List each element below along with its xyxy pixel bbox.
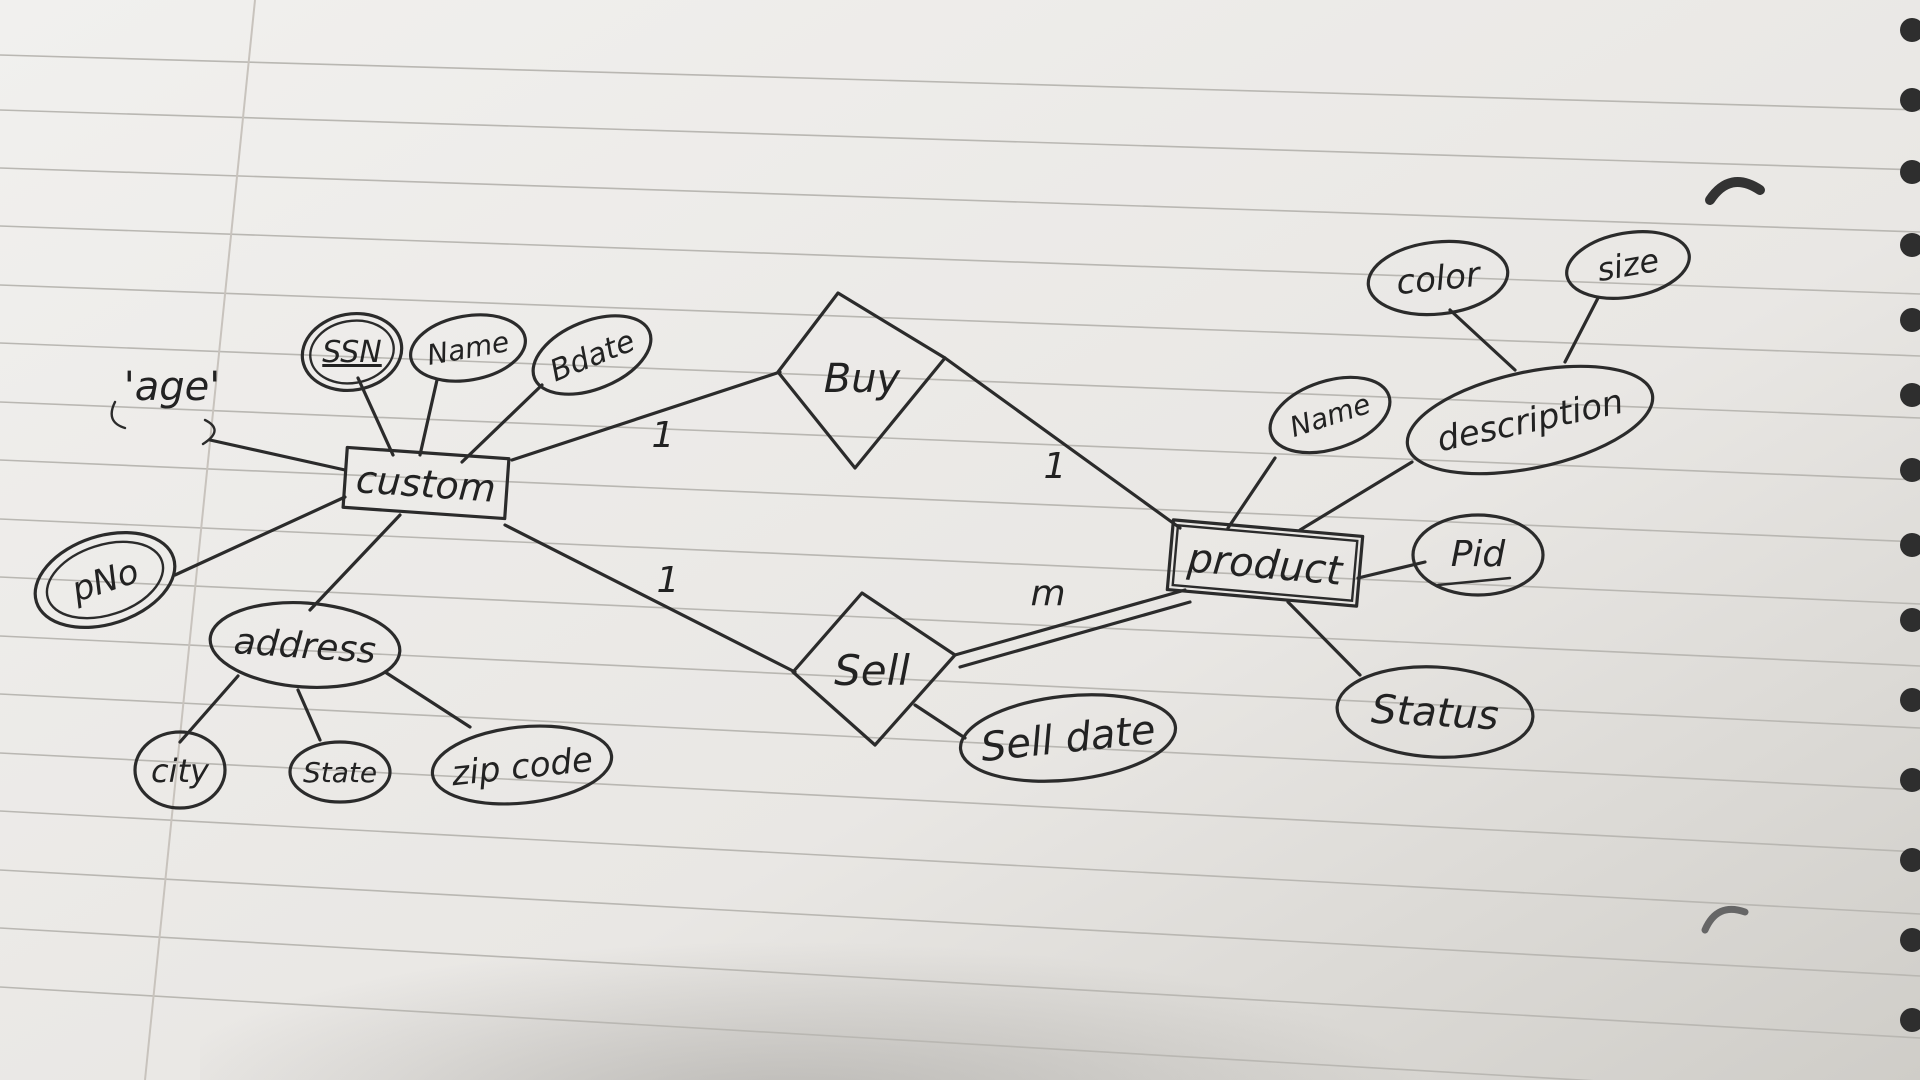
attr-age: 'age' — [110, 364, 221, 446]
relationship-sell-label: Sell — [834, 646, 910, 695]
attr-color-label: color — [1394, 255, 1483, 304]
cardinality-buy-customer: 1 — [652, 415, 675, 456]
entity-customer: custom — [341, 445, 511, 521]
hand-shadow — [200, 760, 1500, 1080]
attr-age-label: 'age' — [124, 364, 221, 410]
attr-ssn-label: SSN — [322, 335, 381, 370]
attr-address: address — [208, 600, 402, 690]
cardinality-sell-product: m — [1030, 573, 1065, 614]
attr-ssn: SSN — [300, 311, 404, 393]
attr-status: Status — [1335, 665, 1535, 759]
attr-state-label: State — [303, 756, 377, 789]
attr-state: State — [288, 740, 392, 804]
attr-color: color — [1366, 239, 1510, 317]
relationship-buy: Buy — [776, 291, 947, 470]
relationship-sell: Sell — [791, 591, 957, 747]
entity-customer-label: custom — [355, 457, 498, 511]
connectors — [173, 296, 1600, 744]
spiral-binding — [1701, 18, 1920, 1032]
relationship-buy-label: Buy — [824, 356, 902, 402]
attr-address-label: address — [233, 621, 378, 672]
attr-pid: Pid — [1411, 513, 1545, 597]
attr-status-label: Status — [1370, 687, 1500, 740]
attr-city-label: city — [151, 752, 210, 790]
attr-pid-label: Pid — [1451, 534, 1507, 575]
cardinality-buy-product: 1 — [1044, 446, 1067, 487]
cardinality-sell-customer: 1 — [657, 560, 680, 601]
attr-city: city — [133, 730, 227, 810]
